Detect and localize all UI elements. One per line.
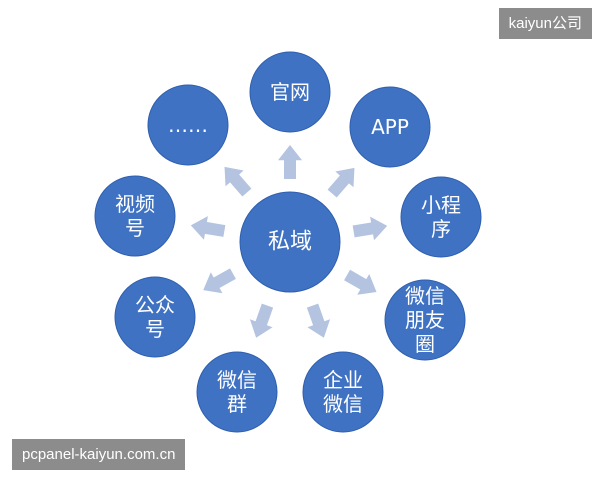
watermark-top: kaiyun公司 — [498, 8, 592, 39]
node-label-wechat-moments-line-3: 圈 — [415, 332, 435, 356]
arrow-to-wechat-moments — [344, 269, 377, 295]
node-label-video-account-line-2: 号 — [125, 216, 145, 240]
node-label-wechat-moments-line-1: 微信 — [405, 284, 445, 308]
node-label-wechat-group-line-1: 微信 — [217, 368, 257, 392]
arrows-layer — [190, 145, 388, 338]
node-label-wechat-group-line-2: 群 — [227, 392, 247, 416]
center-circle — [239, 191, 341, 293]
arrow-to-mini-program — [352, 216, 388, 241]
node-circle-official-account — [114, 276, 196, 358]
node-circle-mini-program — [400, 176, 482, 258]
arrow-to-more — [224, 166, 252, 197]
arrow-to-official-site — [278, 145, 302, 179]
node-label-mini-program-line-1: 小程 — [421, 193, 461, 217]
node-label-wecom-line-1: 企业 — [323, 368, 363, 392]
node-app: APP — [349, 86, 431, 168]
node-label-wechat-moments-line-2: 朋友 — [405, 308, 445, 332]
arrow-to-app — [327, 167, 355, 198]
node-official-account: 公众号 — [114, 276, 196, 358]
node-label-wecom-line-2: 微信 — [323, 392, 363, 416]
arrow-to-wechat-group — [249, 303, 274, 338]
node-label-mini-program-line-2: 序 — [431, 217, 451, 241]
node-circle-wecom — [302, 351, 384, 433]
watermark-bottom: pcpanel-kaiyun.com.cn — [12, 439, 186, 470]
center-node-private-domain: 私域 — [239, 191, 341, 293]
node-circle-wechat-moments — [384, 279, 466, 361]
arrow-to-wecom — [306, 303, 331, 338]
node-label-more-line-1: …… — [168, 113, 208, 137]
node-circle-more — [147, 84, 229, 166]
center-label-line-1: 私域 — [268, 230, 312, 255]
node-video-account: 视频号 — [94, 175, 176, 257]
node-circle-app — [349, 86, 431, 168]
node-mini-program: 小程序 — [400, 176, 482, 258]
node-wechat-group: 微信群 — [196, 351, 278, 433]
node-circle-official-site — [249, 51, 331, 133]
node-label-official-account-line-2: 号 — [145, 317, 165, 341]
node-label-official-account-line-1: 公众 — [135, 293, 175, 317]
node-more: …… — [147, 84, 229, 166]
node-label-app-line-1: APP — [371, 115, 409, 139]
node-circle-video-account — [94, 175, 176, 257]
nodes-layer: 私域官网APP小程序微信朋友圈企业微信微信群公众号视频号…… — [94, 51, 482, 433]
node-official-site: 官网 — [249, 51, 331, 133]
arrow-to-official-account — [203, 268, 236, 294]
arrow-to-video-account — [190, 216, 226, 240]
node-circle-wechat-group — [196, 351, 278, 433]
node-label-video-account-line-1: 视频 — [115, 192, 155, 216]
node-label-official-site-line-1: 官网 — [270, 80, 310, 104]
